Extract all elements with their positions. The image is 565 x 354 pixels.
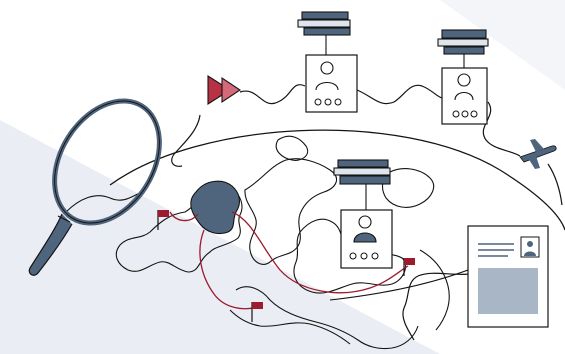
person-card-icon [340, 209, 393, 269]
book-stack-icon [333, 159, 391, 210]
background-band-top [440, 0, 565, 90]
location-flag-icon [251, 302, 263, 322]
map-region [65, 135, 450, 350]
airplane-icon [519, 139, 557, 169]
book-stack-icon [437, 29, 489, 68]
play-button-icon [207, 74, 241, 106]
red-route-lines [169, 211, 409, 310]
globe-arc [109, 129, 565, 231]
book-stack-icon [297, 11, 351, 55]
location-flag-icon [157, 210, 169, 230]
document-icon [467, 225, 549, 328]
route-lines [171, 84, 563, 341]
location-flag-icon [403, 258, 415, 276]
person-card-icon [305, 54, 358, 113]
background-band [0, 120, 440, 354]
highlighted-region [190, 180, 241, 235]
person-card-icon [441, 67, 488, 125]
magnifying-glass-icon [28, 98, 162, 276]
